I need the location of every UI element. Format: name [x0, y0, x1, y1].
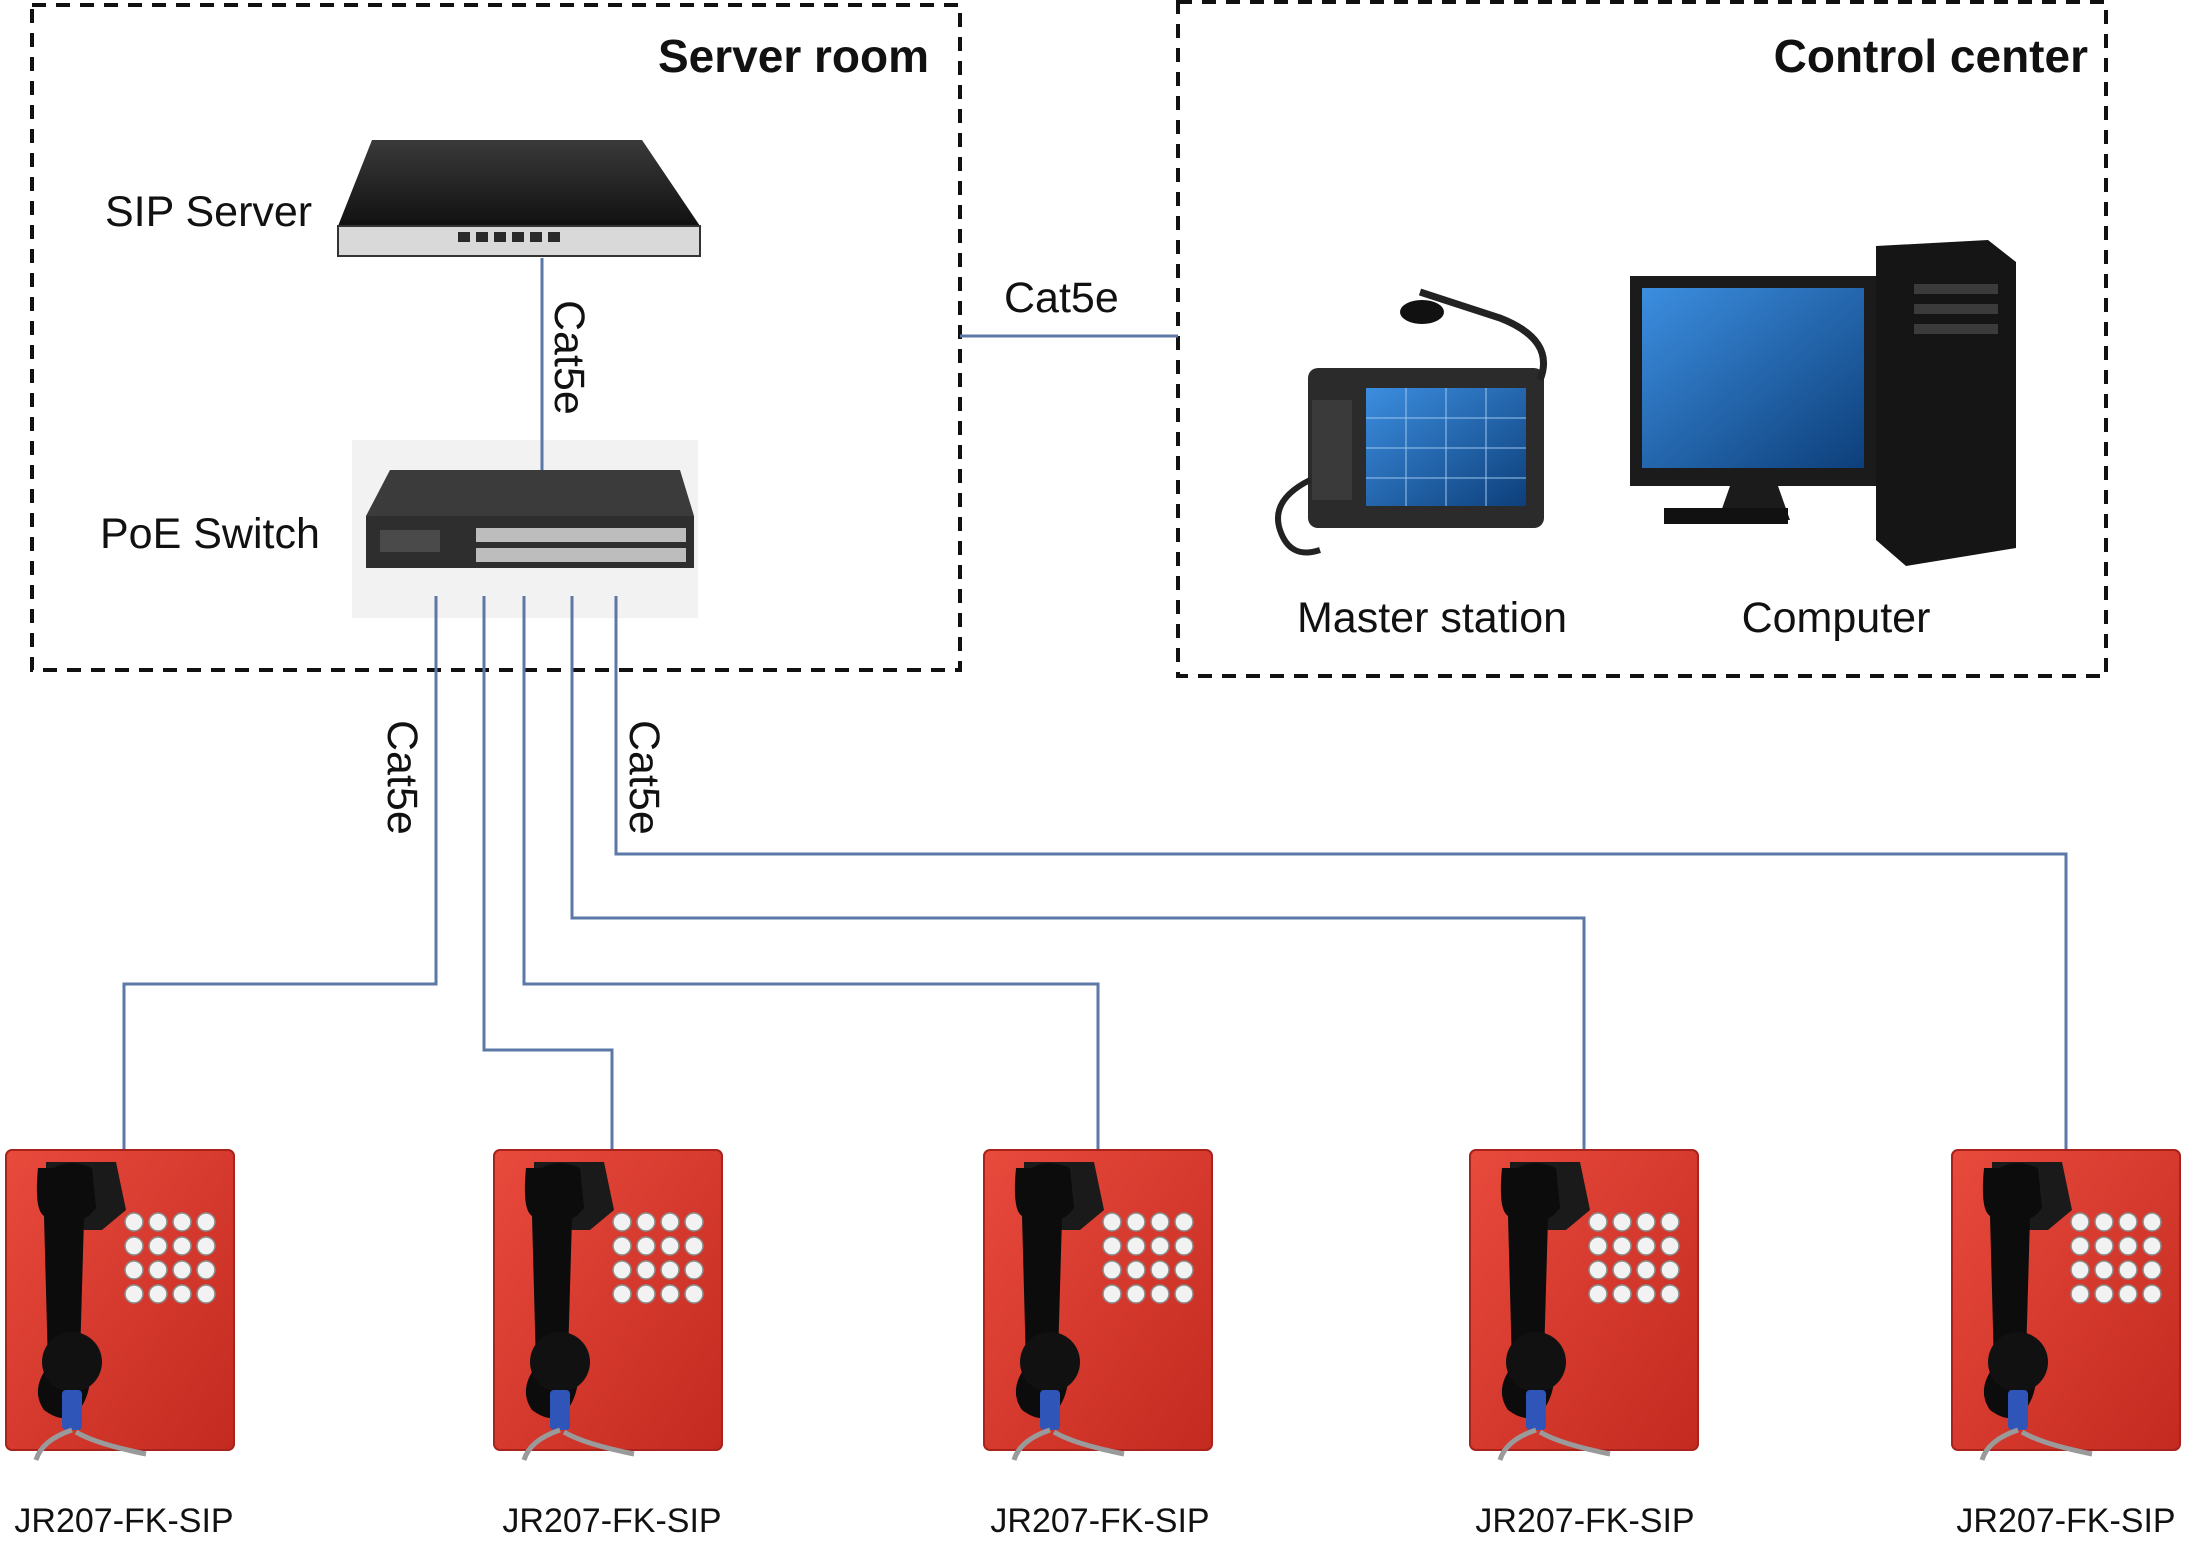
- phone-3-icon: [984, 1150, 1212, 1460]
- master-station-icon: [1275, 288, 1548, 556]
- rooms-link-cable-label: Cat5e: [1004, 274, 1119, 322]
- phone-1-icon: [6, 1150, 234, 1460]
- phone-3-cable: [522, 596, 1100, 1150]
- computer-icon: [1630, 240, 2016, 566]
- master-station-label: Master station: [1297, 594, 1567, 642]
- computer-label: Computer: [1742, 594, 1931, 642]
- server-room-title: Server room: [658, 30, 929, 82]
- phone-2-cable: [482, 596, 614, 1150]
- server-switch-cable-label: Cat5e: [545, 300, 593, 415]
- control-center-title: Control center: [1774, 30, 2088, 82]
- phone-4-model: JR207-FK-SIP: [1475, 1502, 1694, 1540]
- poe-switch-icon: [352, 440, 698, 618]
- control-center-zone: [1176, 0, 2108, 678]
- phone-5-cable: [614, 596, 2068, 1150]
- phone-3-model: JR207-FK-SIP: [990, 1502, 1209, 1540]
- phone-1-cable: [122, 596, 438, 1150]
- switch-left-cable-label: Cat5e: [378, 720, 426, 835]
- phone-4-icon: [1470, 1150, 1698, 1460]
- phone-2-icon: [494, 1150, 722, 1460]
- phone-5-icon: [1952, 1150, 2180, 1460]
- phone-2-model: JR207-FK-SIP: [502, 1502, 721, 1540]
- sip-server-icon: [337, 140, 701, 257]
- switch-right-cable-label: Cat5e: [620, 720, 668, 835]
- sip-server-label: SIP Server: [105, 188, 312, 236]
- phone-5-model: JR207-FK-SIP: [1956, 1502, 2175, 1540]
- phone-4-cable: [570, 596, 1586, 1150]
- phone-1-model: JR207-FK-SIP: [14, 1502, 233, 1540]
- poe-switch-label: PoE Switch: [100, 510, 320, 558]
